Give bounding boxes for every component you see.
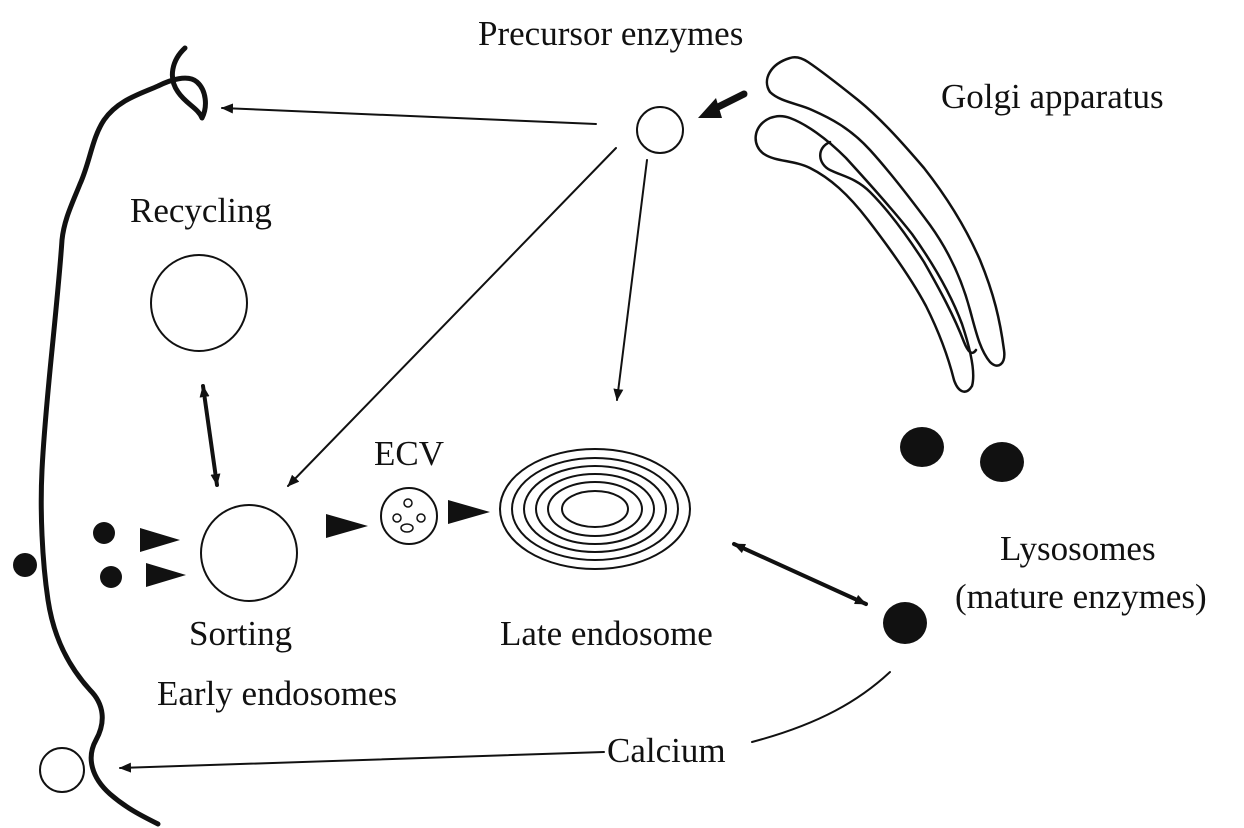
late-lysosome-double-arrow <box>734 544 866 604</box>
label-ecv: ECV <box>374 434 444 473</box>
precursor-to-sorting-arrow <box>288 148 616 486</box>
label-early-endosomes: Early endosomes <box>157 674 397 713</box>
lysosome-2 <box>980 442 1024 482</box>
precursor-vesicle <box>637 107 683 153</box>
uptake-arrowhead-1 <box>140 528 180 552</box>
label-golgi-apparatus: Golgi apparatus <box>941 77 1164 116</box>
exocytic-vesicle <box>40 748 84 792</box>
calcium-curve <box>752 672 890 742</box>
uptake-arrowhead-2 <box>146 563 186 587</box>
sorting-endosome <box>201 505 297 601</box>
particle-inside-1 <box>93 522 115 544</box>
calcium-arrow <box>120 752 604 768</box>
lysosome-3 <box>883 602 927 644</box>
precursor-to-late-arrow <box>617 160 647 400</box>
label-mature-enzymes: (mature enzymes) <box>955 577 1207 616</box>
recycling-sorting-double-arrow <box>203 386 217 485</box>
particle-outside <box>13 553 37 577</box>
ecv-to-late-arrowhead <box>448 500 490 524</box>
label-precursor-enzymes: Precursor enzymes <box>478 14 743 53</box>
recycling-vesicle <box>151 255 247 351</box>
ecv-vesicle <box>381 488 437 544</box>
label-sorting: Sorting <box>189 614 292 653</box>
particle-inside-2 <box>100 566 122 588</box>
label-late-endosome: Late endosome <box>500 614 713 653</box>
lysosome-1 <box>900 427 944 467</box>
sorting-to-ecv-arrowhead <box>326 514 368 538</box>
precursor-to-membrane-arrow <box>222 108 596 124</box>
label-recycling: Recycling <box>130 191 272 230</box>
label-lysosomes: Lysosomes <box>1000 529 1156 568</box>
late-endosome <box>500 449 690 569</box>
label-calcium: Calcium <box>607 731 726 770</box>
